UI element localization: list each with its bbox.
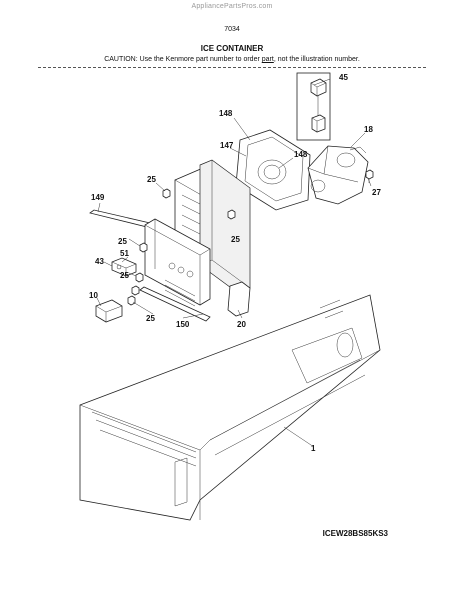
screw-25-top[interactable] <box>162 188 171 199</box>
callout-43[interactable]: 43 <box>95 257 104 266</box>
page-title: ICE CONTAINER <box>200 44 264 53</box>
leader-lines <box>96 78 372 448</box>
callout-10[interactable]: 10 <box>89 291 98 300</box>
callout-labels: 45 148 18 147 148 25 27 149 25 25 51 43 … <box>89 73 381 453</box>
screw-25-left-c[interactable] <box>131 285 140 296</box>
callout-25-mid[interactable]: 25 <box>120 271 129 280</box>
callout-25-right[interactable]: 25 <box>231 235 240 244</box>
diagram-code: 7034 <box>224 26 240 33</box>
callout-27[interactable]: 27 <box>372 188 381 197</box>
callout-147[interactable]: 147 <box>220 141 234 150</box>
watermark: AppliancePartsPros.com <box>191 3 273 10</box>
screw-25-lower[interactable] <box>127 295 136 306</box>
callout-1[interactable]: 1 <box>311 444 316 453</box>
screw-25-left-a[interactable] <box>139 242 148 253</box>
part-18-motor[interactable] <box>307 145 369 205</box>
caution-part-link[interactable]: part <box>261 56 274 63</box>
screw-27[interactable] <box>365 169 374 183</box>
part-45-inset[interactable] <box>296 72 331 141</box>
callout-18[interactable]: 18 <box>364 125 373 134</box>
callout-149[interactable]: 149 <box>91 193 105 202</box>
screw-25-right[interactable] <box>227 209 236 220</box>
callout-45[interactable]: 45 <box>339 73 348 82</box>
part-149-strip[interactable] <box>89 209 151 228</box>
part-150-bar[interactable] <box>139 286 211 322</box>
caution-text-start: CAUTION: Use the Kenmore part number to … <box>104 56 262 63</box>
caution-text: CAUTION: Use the Kenmore part number to … <box>0 56 464 63</box>
callout-150[interactable]: 150 <box>176 320 190 329</box>
caution-text-end: , not the illustration number. <box>273 56 360 63</box>
callout-51[interactable]: 51 <box>120 249 129 258</box>
part-10-knob[interactable] <box>95 299 123 323</box>
callout-148-a[interactable]: 148 <box>219 109 233 118</box>
part-1-ice-bucket[interactable] <box>79 294 381 521</box>
callout-25-bottom[interactable]: 25 <box>146 314 155 323</box>
callout-25-left[interactable]: 25 <box>118 237 127 246</box>
screw-25-left-b[interactable] <box>135 272 144 283</box>
model-number: ICEW28BS85KS3 <box>322 529 388 538</box>
part-43-51-switch[interactable] <box>111 257 137 277</box>
callout-25-top[interactable]: 25 <box>147 175 156 184</box>
callout-20[interactable]: 20 <box>237 320 246 329</box>
front-panel[interactable] <box>144 218 211 307</box>
callout-148-b[interactable]: 148 <box>294 150 308 159</box>
header-divider <box>38 67 426 68</box>
